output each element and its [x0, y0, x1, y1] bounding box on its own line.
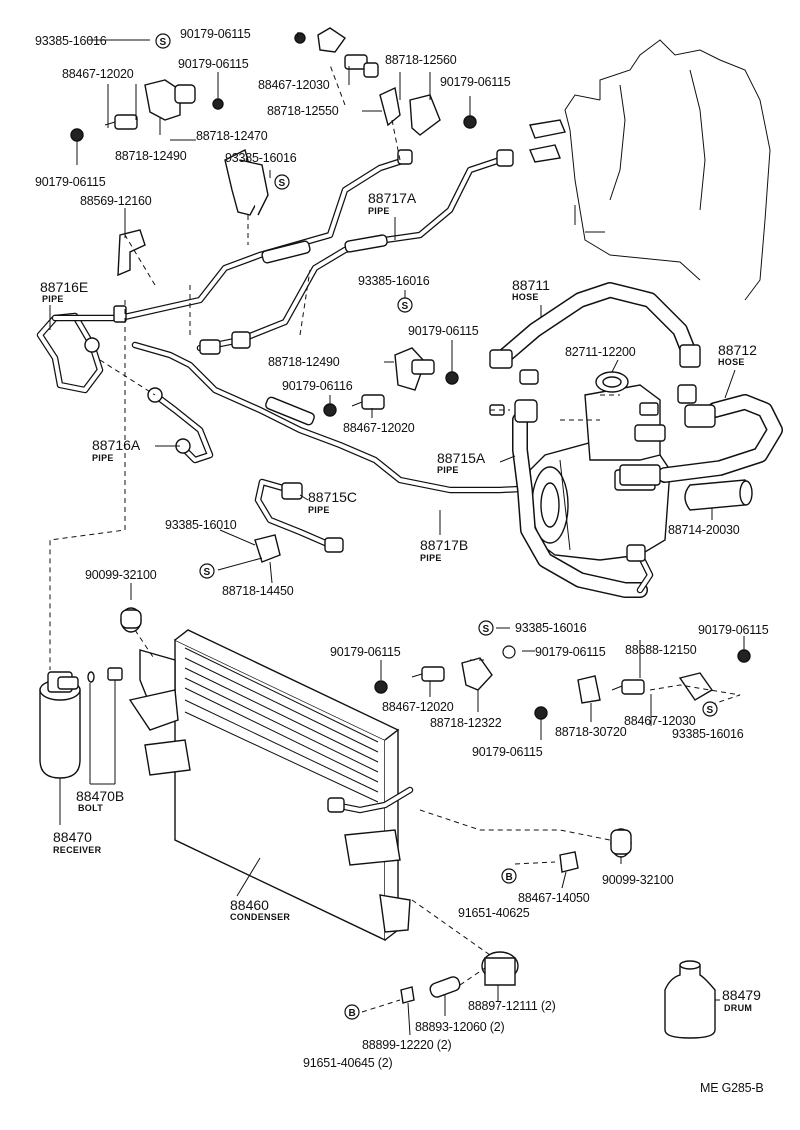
drum [664, 960, 716, 1039]
label-90179-06115: 90179-06115 [535, 645, 606, 659]
s-symbols: S S S S S S [155, 33, 718, 717]
label-condenser: CONDENSER [230, 912, 290, 922]
hose-88712 [619, 394, 783, 486]
dashed-lines [49, 64, 741, 1013]
label-88479: 88479 [722, 987, 761, 1003]
label-88718-12560: 88718-12560 [385, 53, 457, 67]
label-88897-12111: 88897-12111 (2) [468, 999, 556, 1013]
label-drum: DRUM [724, 1003, 752, 1013]
svg-text:S: S [483, 624, 490, 635]
label-pipe: PIPE [92, 453, 114, 463]
label-90179-06115: 90179-06115 [178, 57, 249, 71]
svg-text:B: B [506, 872, 513, 883]
engine-outline [564, 39, 771, 301]
label-90179-06115: 90179-06115 [180, 27, 251, 41]
label-93385-16016: 93385-16016 [225, 151, 297, 165]
label-90179-06116: 90179-06116 [282, 379, 353, 393]
label-hose: HOSE [718, 357, 745, 367]
svg-text:S: S [707, 705, 714, 716]
pipe-88717B [131, 331, 550, 497]
label-88715A: 88715A [437, 450, 486, 466]
label-93385-16010: 93385-16010 [165, 518, 237, 532]
label-88467-12020: 88467-12020 [343, 421, 415, 435]
pipe-88716A [147, 387, 214, 464]
label-88716E: 88716E [40, 279, 88, 295]
label-pipe: PIPE [437, 465, 459, 475]
label-88714-20030: 88714-20030 [668, 523, 740, 537]
label-88717A: 88717A [368, 190, 417, 206]
label-90179-06115: 90179-06115 [35, 175, 106, 189]
hose-88714-20030 [684, 479, 753, 511]
receiver [39, 671, 81, 779]
label-88718-12470: 88718-12470 [196, 129, 268, 143]
svg-text:S: S [402, 301, 409, 312]
label-88718-12322: 88718-12322 [430, 716, 502, 730]
hose-88715A [512, 399, 654, 598]
label-90099-32100: 90099-32100 [85, 568, 157, 582]
label-88716A: 88716A [92, 437, 141, 453]
label-pipe: PIPE [42, 294, 64, 304]
label-93385-16016: 93385-16016 [35, 34, 107, 48]
label-88899-12220: 88899-12220 (2) [362, 1038, 451, 1052]
label-88712: 88712 [718, 342, 757, 358]
leader-lines [49, 32, 745, 1036]
label-91651-40625: 91651-40625 [458, 906, 530, 920]
label-88470B: 88470B [76, 788, 124, 804]
pipe-88716E [36, 305, 127, 394]
fitting-icon [397, 149, 514, 167]
label-pipe: PIPE [420, 553, 442, 563]
label-91651-40645: 91651-40645 (2) [303, 1056, 392, 1070]
svg-text:B: B [349, 1008, 356, 1019]
label-88715C: 88715C [308, 489, 357, 505]
svg-text:S: S [204, 567, 211, 578]
label-88718-12490: 88718-12490 [268, 355, 340, 369]
b-symbols: B B [344, 868, 517, 1020]
hose-88711 [489, 282, 701, 404]
label-88569-12160: 88569-12160 [80, 194, 152, 208]
label-88467-12020: 88467-12020 [62, 67, 134, 81]
label-90179-06115: 90179-06115 [408, 324, 479, 338]
label-90179-06115: 90179-06115 [472, 745, 543, 759]
label-88711: 88711 [512, 277, 550, 293]
label-93385-16016: 93385-16016 [672, 727, 744, 741]
label-88718-12550: 88718-12550 [267, 104, 339, 118]
label-88467-12020: 88467-12020 [382, 700, 454, 714]
label-88718-14450: 88718-14450 [222, 584, 294, 598]
label-receiver: RECEIVER [53, 845, 102, 855]
pipe-88715C [254, 478, 344, 553]
part-labels: 93385-16016 90179-06115 88467-12020 9017… [35, 27, 769, 1095]
label-82711-12200: 82711-12200 [565, 345, 636, 359]
label-90099-32100: 90099-32100 [602, 873, 674, 887]
pipe-88717A [116, 149, 514, 344]
svg-text:S: S [279, 178, 286, 189]
diagram-reference: ME G285-B [700, 1081, 764, 1095]
label-88467-14050: 88467-14050 [518, 891, 590, 905]
label-88718-30720: 88718-30720 [555, 725, 627, 739]
label-88460: 88460 [230, 897, 269, 913]
label-bolt: BOLT [78, 803, 103, 813]
label-88718-12490: 88718-12490 [115, 149, 187, 163]
label-88467-12030: 88467-12030 [258, 78, 330, 92]
label-88688-12150: 88688-12150 [625, 643, 697, 657]
label-pipe: PIPE [308, 505, 330, 515]
label-93385-16016: 93385-16016 [358, 274, 430, 288]
label-pipe: PIPE [368, 206, 390, 216]
label-93385-16016: 93385-16016 [515, 621, 587, 635]
label-hose: HOSE [512, 292, 539, 302]
label-88467-12030: 88467-12030 [624, 714, 696, 728]
svg-text:S: S [160, 37, 167, 48]
label-88470: 88470 [53, 829, 92, 845]
label-90179-06115: 90179-06115 [698, 623, 769, 637]
label-90179-06115: 90179-06115 [440, 75, 511, 89]
label-90179-06115: 90179-06115 [330, 645, 401, 659]
label-88893-12060: 88893-12060 (2) [415, 1020, 504, 1034]
condenser [128, 629, 414, 942]
label-88717B: 88717B [420, 537, 468, 553]
